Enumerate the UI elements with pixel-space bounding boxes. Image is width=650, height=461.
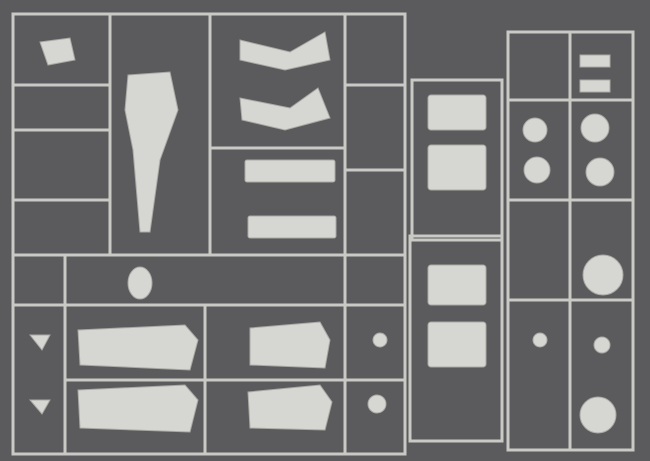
radial-engine-part — [582, 254, 624, 296]
strut-part-1 — [28, 334, 51, 351]
strut-part-2 — [28, 399, 51, 415]
gear-part-2 — [585, 157, 615, 187]
left-sprue-frame — [11, 12, 407, 456]
wing-part-1 — [77, 324, 199, 371]
wing-part-3 — [249, 321, 331, 369]
tail-fin-part-bottom — [239, 87, 331, 131]
engine-part-2 — [579, 396, 617, 434]
right-sprue-parts — [522, 54, 624, 434]
door-part-4 — [427, 321, 487, 368]
seat-part — [39, 37, 76, 66]
wing-part-2 — [77, 384, 199, 433]
cowling-part — [127, 266, 153, 300]
dome-part — [523, 156, 551, 184]
right-sprue-frame — [506, 30, 635, 452]
tail-fin-part-top — [239, 31, 331, 71]
fuselage-floor-part — [124, 71, 179, 233]
gear-part-1 — [522, 117, 548, 143]
wheel-part-2 — [367, 394, 387, 414]
hub-part-1 — [532, 332, 548, 348]
hub-part-2 — [593, 336, 611, 354]
panel-part-1 — [244, 159, 336, 183]
middle-sprue-parts — [427, 94, 487, 368]
left-sprue-parts — [28, 31, 388, 433]
wheel-part-1 — [372, 332, 388, 348]
middle-sprue-frame — [408, 78, 504, 443]
small-part-1 — [579, 54, 611, 68]
panel-part-2 — [247, 215, 337, 239]
engine-part-1 — [580, 113, 610, 143]
wing-part-4 — [247, 384, 333, 431]
door-part-3 — [427, 264, 487, 306]
door-part-2 — [427, 144, 487, 191]
door-part-1 — [427, 94, 487, 131]
small-part-2 — [579, 79, 611, 93]
